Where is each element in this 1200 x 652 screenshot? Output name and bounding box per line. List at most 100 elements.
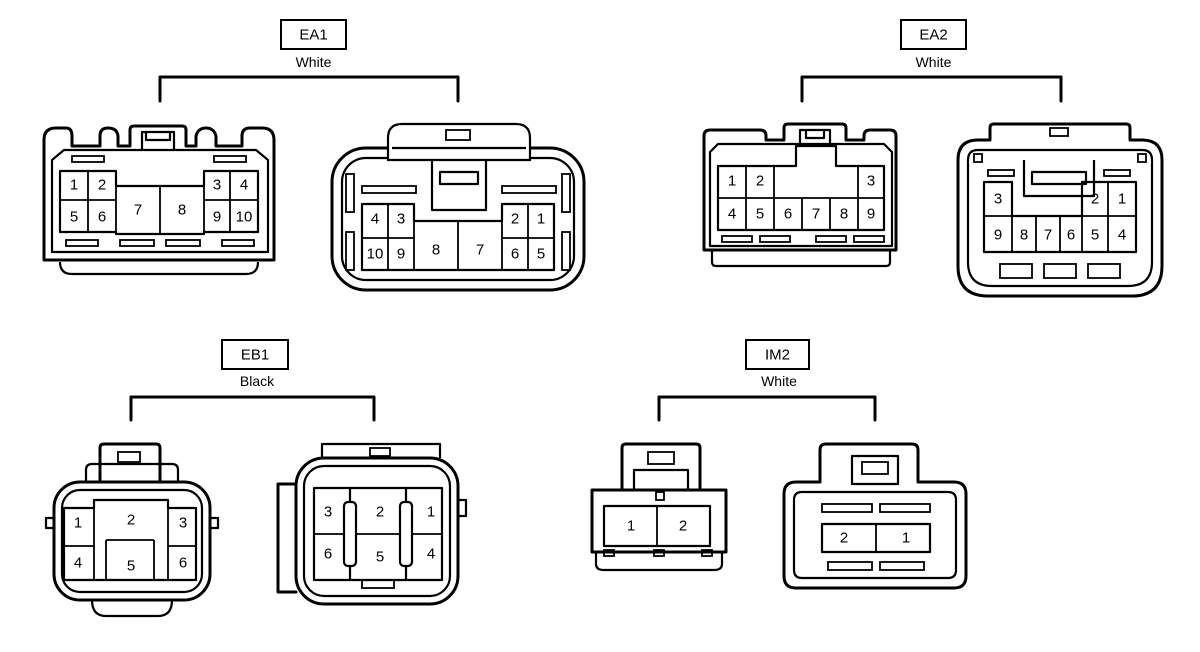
ea2-left-cavity-grid [718,166,884,230]
eb1-right-slot [361,579,395,589]
ea2-connector-group: EA2 White 1 2 3 4 5 6 7 8 9 [702,19,1164,298]
eb1-right-pin: 6 [324,546,332,563]
eb1-code-box [221,339,289,370]
eb1-right-pin: 2 [376,504,384,521]
ea2-left-cavity-block [716,144,886,232]
ea2-right-inner [966,148,1154,288]
ea2-right-latch-tab [1049,127,1069,137]
im2-right-latch-body [850,454,900,486]
im2-right-housing [782,442,968,590]
ea1-left-pin: 6 [98,209,106,226]
ea2-right-pin: 5 [1091,227,1099,244]
ea2-left-slot [853,235,885,243]
ea1-right-pin: 4 [371,211,379,228]
ea2-right-cavity-grid [984,182,1136,252]
ea2-right-slot [1103,169,1131,177]
im2-code-box [745,339,810,370]
im2-left-pin: 1 [627,518,635,535]
ea1-right-cavity-block [360,202,556,272]
im2-left-housing [590,488,728,554]
ea1-right-latch-body [430,160,488,212]
im2-left-latch-tab [647,451,675,465]
ea2-code: EA2 [919,27,947,44]
ea2-right-view: 3 2 1 9 8 7 6 5 4 [956,122,1164,298]
ea1-bracket [158,75,460,103]
im2-left-slot [701,549,713,557]
ea1-right-pin: 10 [367,246,384,263]
im2-left-latch-inner [632,468,690,490]
ea2-left-pin: 9 [867,206,875,223]
ea1-right-latch-cap [386,122,532,162]
eb1-connector-group: EB1 Black 1 2 3 4 5 6 [44,339,468,618]
im2-right-slot [879,503,931,513]
im2-right-view: 2 1 [782,442,968,590]
im2-right-latch-tab [861,461,889,475]
eb1-right-pin: 4 [427,546,435,563]
eb1-right-latch-tab [369,447,391,457]
ea2-left-pin: 1 [728,173,736,190]
ea2-left-pin: 2 [756,173,764,190]
eb1-left-housing [52,480,212,602]
ea1-left-pin: 1 [70,177,78,194]
ea2-bracket [800,75,1063,103]
ea2-right-pin: 7 [1044,227,1052,244]
ea1-right-slot [561,173,571,213]
ea1-left-lower-lip [58,261,260,276]
im2-left-latch-frame [620,442,702,492]
ea1-connector-group: EA1 White 1 2 5 6 7 8 3 4 9 10 [42,19,586,292]
ea1-left-slot [221,239,255,247]
im2-right-slot [879,561,925,571]
eb1-right-housing [294,456,460,606]
ea2-right-pin: 8 [1020,227,1028,244]
ea1-color: White [296,54,332,70]
im2-left-pin: 2 [679,518,687,535]
ea1-left-pin: 10 [236,209,253,226]
ea1-left-pin: 3 [213,177,221,194]
eb1-left-pin: 6 [179,555,187,572]
ea1-left-pin: 4 [240,177,248,194]
ea1-right-pin: 5 [537,246,545,263]
eb1-right-inner [302,464,452,598]
ea1-left-cavity-block [58,169,260,236]
eb1-left-latch-tab [117,451,141,463]
eb1-left-view: 1 2 3 4 5 6 [44,442,220,618]
ea1-right-slot [361,185,417,194]
ea1-code: EA1 [299,27,327,44]
ea1-right-pin: 7 [476,242,484,259]
ea2-right-pin: 3 [994,191,1002,208]
im2-left-slot [603,549,615,557]
ea1-right-view: 4 3 2 1 10 9 8 7 6 5 [330,122,586,292]
ea1-left-latch [140,130,176,150]
ea2-right-slot [1043,263,1077,279]
ea2-right-pin: 1 [1118,191,1126,208]
im2-connector-group: IM2 White 1 2 [590,339,968,590]
ea1-left-view: 1 2 5 6 7 8 3 4 9 10 [42,124,276,276]
ea2-right-slot [987,169,1015,177]
im2-code: IM2 [765,347,790,364]
eb1-bracket [129,395,376,422]
im2-right-slot [821,503,873,513]
ea1-left-slot [71,155,105,163]
ea2-left-view: 1 2 3 4 5 6 7 8 9 [702,122,898,268]
im2-right-slot [827,561,873,571]
ea2-right-pin: 6 [1067,227,1075,244]
ea1-left-slot [213,155,247,163]
im2-color: White [761,373,797,389]
ea1-left-slot [119,239,155,247]
ea2-right-housing [956,122,1164,298]
ea1-right-latch-tab [445,129,471,141]
ea2-right-latch-body [1022,160,1096,198]
ea1-left-slot [65,239,99,247]
ea1-left-pin: 9 [213,209,221,226]
ea1-right-pin: 9 [397,246,405,263]
eb1-left-pin: 1 [74,515,82,532]
eb1-right-side-key [456,498,468,518]
im2-left-key [655,491,665,501]
ea1-right-pin: 2 [511,211,519,228]
ea2-left-inner [708,142,894,248]
ea2-right-pin: 2 [1091,191,1099,208]
ea2-left-pin: 4 [728,206,736,223]
im2-bracket [657,395,877,422]
ea1-right-slot [345,231,355,271]
